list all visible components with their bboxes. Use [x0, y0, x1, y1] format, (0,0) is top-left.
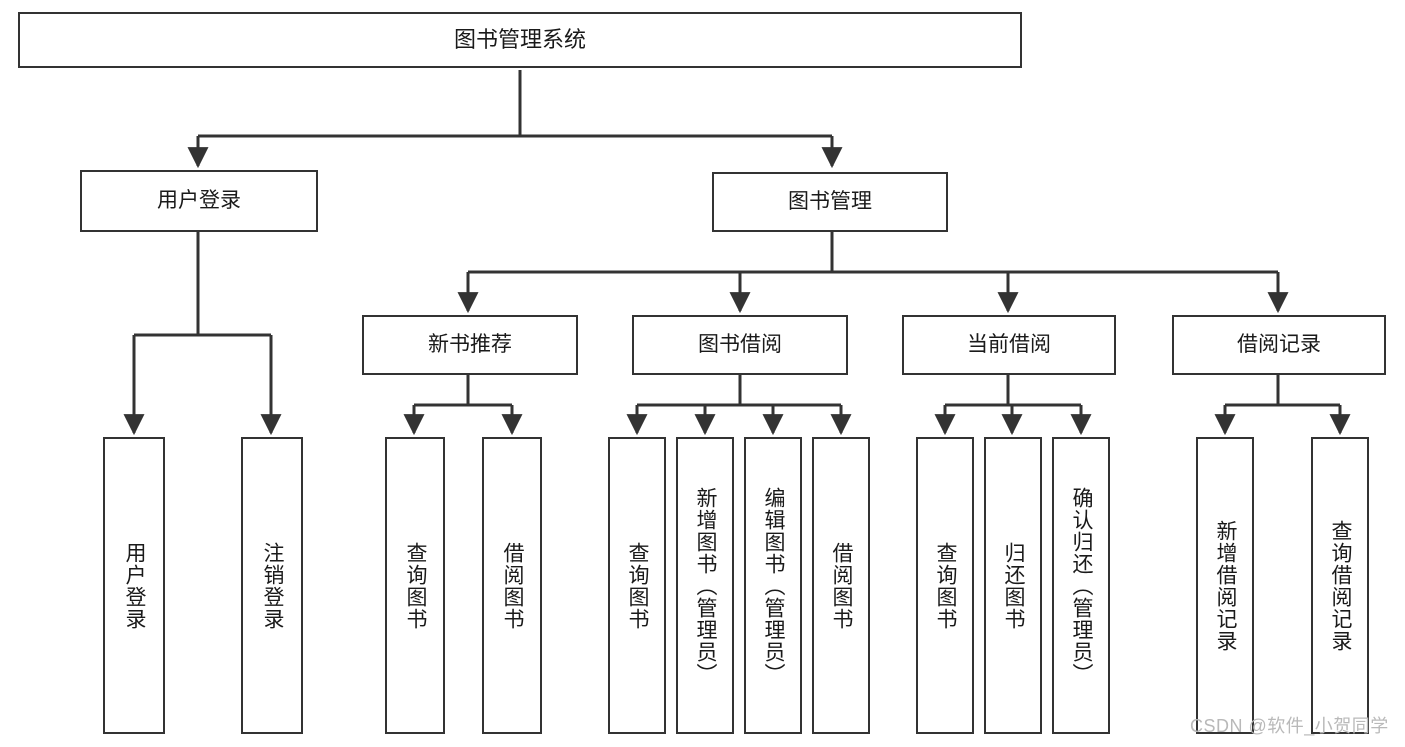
node-label: 借阅图书: [830, 541, 854, 630]
node-label: 确认归还（管理员）: [1070, 486, 1094, 685]
node-label: 图书管理: [788, 189, 872, 213]
node-label: 借阅图书: [501, 541, 525, 630]
node-label: 用户登录: [123, 541, 147, 630]
leaf-borrow-add-book-admin[interactable]: 新增图书（管理员）: [676, 437, 734, 734]
node-label: 新增图书（管理员）: [694, 486, 718, 685]
leaf-current-query-book[interactable]: 查询图书: [916, 437, 974, 734]
leaf-borrow-edit-book-admin[interactable]: 编辑图书（管理员）: [744, 437, 802, 734]
leaf-borrow-borrow-book[interactable]: 借阅图书: [812, 437, 870, 734]
leaf-new-book-borrow-book[interactable]: 借阅图书: [482, 437, 542, 734]
leaf-records-add-record[interactable]: 新增借阅记录: [1196, 437, 1254, 734]
node-label: 查询图书: [626, 541, 650, 630]
leaf-current-return-book[interactable]: 归还图书: [984, 437, 1042, 734]
node-label: 用户登录: [157, 188, 241, 212]
node-user-login[interactable]: 用户登录: [80, 170, 318, 232]
node-label: 图书管理系统: [453, 27, 586, 53]
node-label: 新增借阅记录: [1214, 519, 1238, 652]
node-label: 查询图书: [404, 541, 428, 630]
node-book-management[interactable]: 图书管理: [712, 172, 948, 232]
node-label: 借阅记录: [1237, 332, 1321, 356]
leaf-current-confirm-return-admin[interactable]: 确认归还（管理员）: [1052, 437, 1110, 734]
leaf-logout[interactable]: 注销登录: [241, 437, 303, 734]
leaf-borrow-query-book[interactable]: 查询图书: [608, 437, 666, 734]
node-label: 注销登录: [261, 541, 285, 630]
leaf-records-query-record[interactable]: 查询借阅记录: [1311, 437, 1369, 734]
node-label: 新书推荐: [428, 332, 512, 356]
node-label: 查询借阅记录: [1329, 519, 1353, 652]
node-book-borrow[interactable]: 图书借阅: [632, 315, 848, 375]
node-label: 查询图书: [934, 541, 958, 630]
node-label: 编辑图书（管理员）: [762, 486, 786, 685]
leaf-user-login[interactable]: 用户登录: [103, 437, 165, 734]
node-borrow-records[interactable]: 借阅记录: [1172, 315, 1386, 375]
node-new-book-recommendation[interactable]: 新书推荐: [362, 315, 578, 375]
leaf-new-book-query-book[interactable]: 查询图书: [385, 437, 445, 734]
node-current-borrow[interactable]: 当前借阅: [902, 315, 1116, 375]
node-root-book-management-system[interactable]: 图书管理系统: [18, 12, 1022, 68]
node-label: 当前借阅: [967, 332, 1051, 356]
node-label: 图书借阅: [698, 332, 782, 356]
node-label: 归还图书: [1002, 541, 1026, 630]
watermark-csdn: CSDN @软件_小贺同学: [1190, 716, 1389, 736]
